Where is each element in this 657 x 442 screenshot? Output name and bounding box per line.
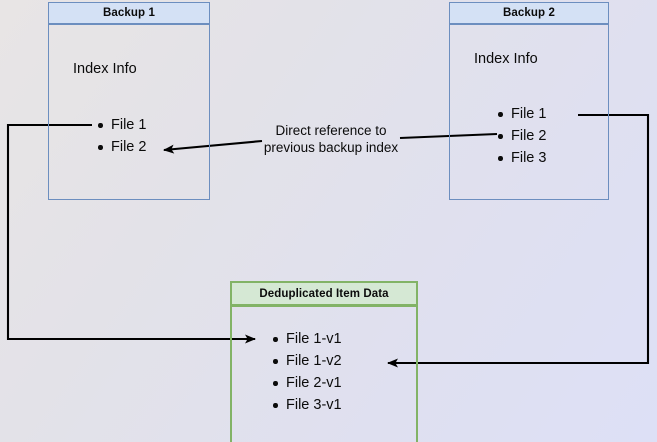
node-deduplicated-item-data-header-label: Deduplicated Item Data [259, 287, 389, 300]
node-backup1-header-label: Backup 1 [103, 7, 155, 19]
list-item[interactable]: File 2 [97, 136, 146, 158]
list-item[interactable]: File 3-v1 [272, 394, 342, 416]
node-backup2[interactable] [449, 24, 609, 200]
list-item[interactable]: File 1-v2 [272, 350, 342, 372]
node-deduplicated-item-data-file-list: File 1-v1 File 1-v2 File 2-v1 File 3-v1 [272, 328, 342, 416]
list-item[interactable]: File 1-v1 [272, 328, 342, 350]
list-item[interactable]: File 2-v1 [272, 372, 342, 394]
node-backup1-body-title: Index Info [73, 61, 137, 77]
node-backup2-header[interactable]: Backup 2 [449, 2, 609, 24]
node-backup2-body-title: Index Info [474, 51, 538, 67]
list-item[interactable]: File 1 [97, 114, 146, 136]
node-backup2-file-list: File 1 File 2 File 3 [497, 103, 546, 169]
node-backup2-header-label: Backup 2 [503, 7, 555, 19]
node-backup1-file-list: File 1 File 2 [97, 114, 146, 158]
list-item[interactable]: File 2 [497, 125, 546, 147]
node-backup1[interactable] [48, 24, 210, 200]
list-item[interactable]: File 3 [497, 147, 546, 169]
edge-label-direct-reference: Direct reference to previous backup inde… [263, 123, 399, 155]
node-deduplicated-item-data-header[interactable]: Deduplicated Item Data [230, 281, 418, 306]
list-item[interactable]: File 1 [497, 103, 546, 125]
node-deduplicated-item-data[interactable] [230, 305, 418, 442]
node-backup1-header[interactable]: Backup 1 [48, 2, 210, 24]
